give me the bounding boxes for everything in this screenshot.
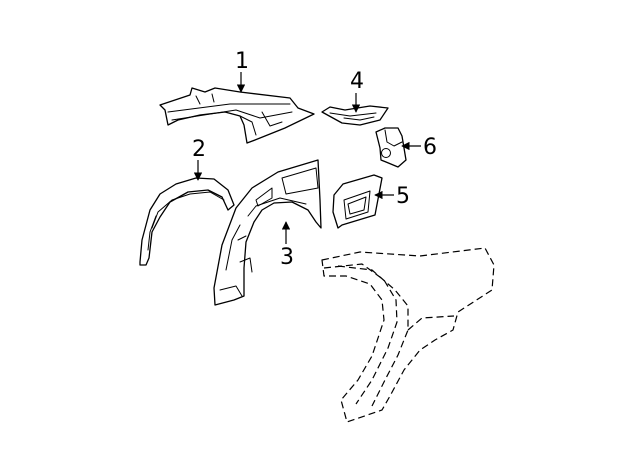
callout-3-label: 3 (280, 245, 294, 270)
part-5-extension[interactable] (332, 174, 383, 229)
part-2-wheelhouse[interactable] (139, 177, 235, 266)
callout-6: 6 (401, 135, 437, 160)
callout-3: 3 (280, 221, 294, 270)
callout-5: 5 (374, 184, 410, 209)
callout-1-label: 1 (235, 49, 249, 74)
callout-5-label: 5 (396, 184, 410, 209)
callout-4-label: 4 (350, 69, 364, 94)
callout-1: 1 (235, 49, 249, 93)
callout-2: 2 (192, 137, 206, 181)
part-1-upper-rail[interactable] (159, 87, 315, 144)
callout-6-label: 6 (423, 135, 437, 160)
callout-4: 4 (350, 69, 364, 113)
quarter-panel-outline (321, 247, 495, 423)
part-6-gusset[interactable] (375, 127, 407, 168)
callout-2-label: 2 (192, 137, 206, 162)
part-3-quarter-inner[interactable] (213, 159, 322, 306)
part-4-bracket[interactable] (321, 105, 389, 126)
